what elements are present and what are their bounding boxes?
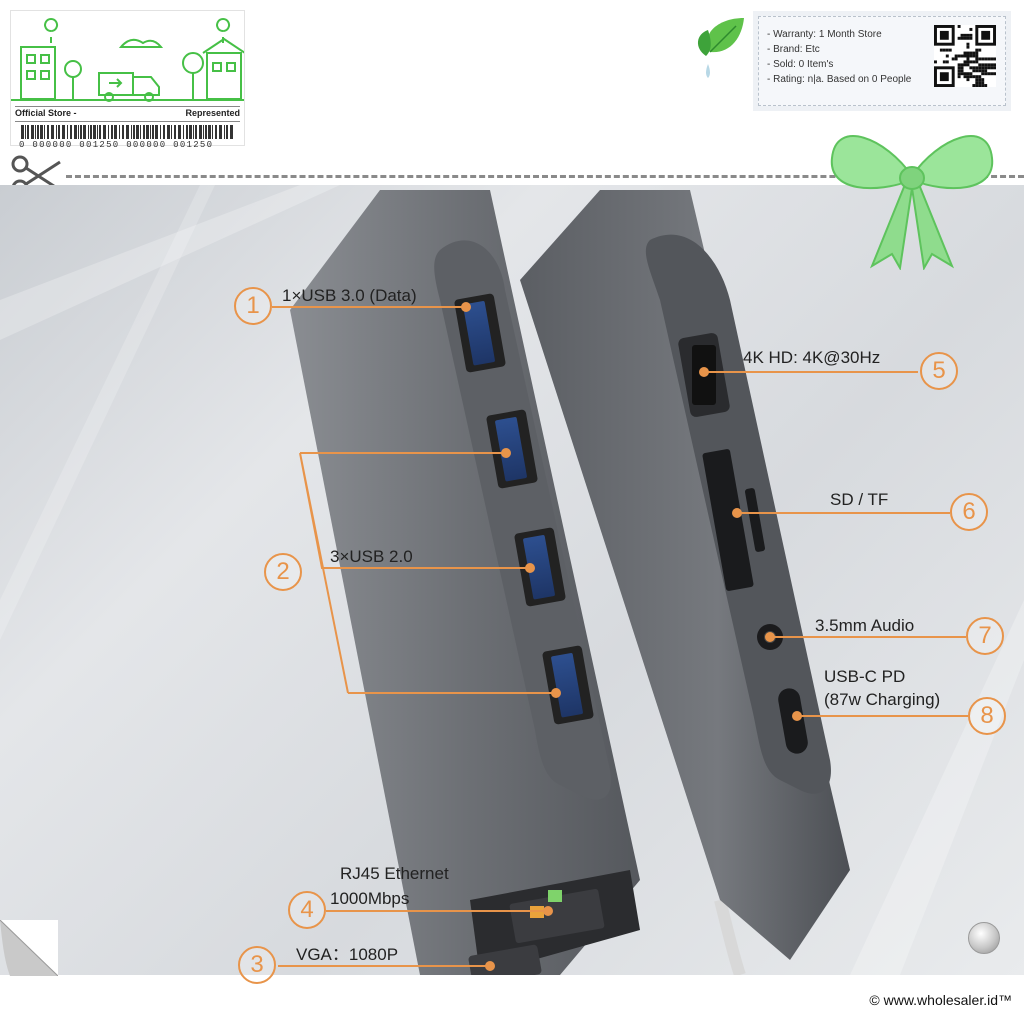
- callout-6-label: SD / TF: [830, 490, 889, 509]
- callout-8-number: 8: [968, 697, 1006, 735]
- callout-7-label: 3.5mm Audio: [815, 616, 915, 635]
- barcode: [21, 125, 233, 139]
- callout-3-number: 3: [238, 946, 276, 984]
- callout-4-label-line1: RJ45 Ethernet: [340, 864, 449, 883]
- product-info-box: - Warranty: 1 Month Store - Brand: Etc -…: [758, 16, 1006, 106]
- brand-text: - Brand: Etc: [767, 44, 820, 55]
- callout-1-label: 1×USB 3.0 (Data): [282, 286, 417, 305]
- rating-text: - Rating: n|a. Based on 0 People: [767, 74, 912, 85]
- cut-line: [66, 175, 1024, 178]
- callout-4-label-line2: 1000Mbps: [330, 889, 410, 908]
- callout-8-label-line2: (87w Charging): [824, 690, 941, 709]
- callout-5-label: 4K HD: 4K@30Hz: [743, 348, 881, 367]
- sold-text: - Sold: 0 Item's: [767, 59, 834, 70]
- ribbon-bow-icon: [830, 135, 994, 270]
- leaf-icon: [697, 18, 744, 78]
- page-curl-icon: [0, 920, 58, 976]
- barcode-number: 0 000000 001250 000000 001250: [19, 140, 214, 150]
- callout-5-number: 5: [920, 352, 958, 390]
- metal-button-icon: [968, 922, 1000, 954]
- qr-code-icon: [934, 25, 996, 87]
- callout-7-number: 7: [966, 617, 1004, 655]
- callout-2-number: 2: [264, 553, 302, 591]
- callout-1-number: 1: [234, 287, 272, 325]
- callout-4-number: 4: [288, 891, 326, 929]
- warranty-text: - Warranty: 1 Month Store: [767, 29, 882, 40]
- store-card: Official Store - Represented 0 000000 00…: [10, 10, 245, 150]
- usb-hub-illustration: [0, 185, 1024, 975]
- callout-6-number: 6: [950, 493, 988, 531]
- official-store-label: Official Store -: [15, 108, 77, 118]
- info-list: - Warranty: 1 Month Store - Brand: Etc -…: [767, 27, 911, 87]
- city-delivery-illustration: [11, 18, 244, 102]
- copyright-footer: © www.wholesaler.id™: [869, 992, 1012, 1008]
- store-label-row: Official Store - Represented: [15, 106, 240, 122]
- callout-2-label: 3×USB 2.0: [330, 547, 413, 566]
- represented-label: Represented: [185, 108, 240, 118]
- callout-8-label-line1: USB-C PD: [824, 667, 906, 686]
- callout-3-label: VGA：1080P: [296, 945, 399, 964]
- product-photo: [0, 185, 1024, 975]
